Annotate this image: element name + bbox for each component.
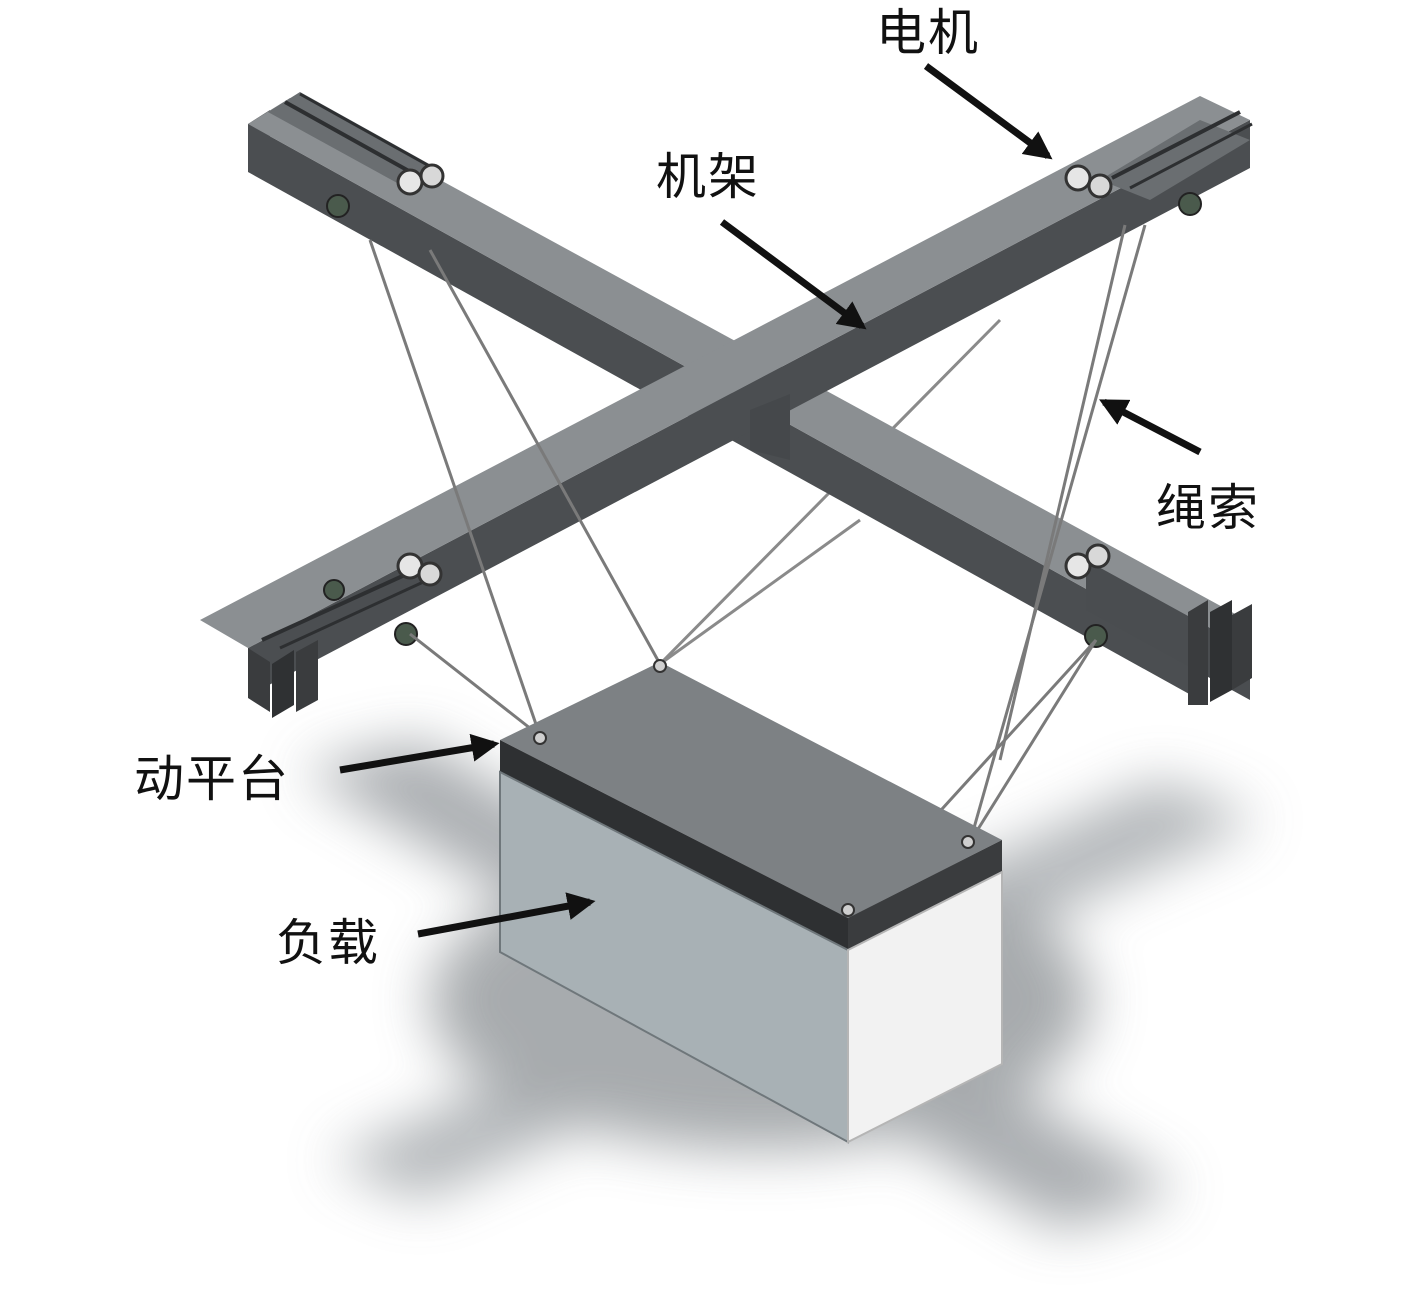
label-frame: 机架 xyxy=(656,148,760,206)
arrow-cable xyxy=(1099,398,1202,456)
motor-pulley-icon xyxy=(396,163,1113,587)
arrow-motor xyxy=(923,63,1053,160)
label-load: 负载 xyxy=(276,914,380,972)
label-cable: 绳索 xyxy=(1156,479,1260,537)
bolt-icon xyxy=(323,192,1202,648)
arrow-icon xyxy=(339,63,1202,938)
label-motor: 电机 xyxy=(876,4,980,62)
moving-platform xyxy=(500,659,1002,950)
arrow-load xyxy=(417,892,596,938)
label-platform: 动平台 xyxy=(134,750,290,808)
arrow-platform xyxy=(339,733,500,774)
load-box xyxy=(499,770,1003,1144)
arrow-frame xyxy=(719,219,867,330)
